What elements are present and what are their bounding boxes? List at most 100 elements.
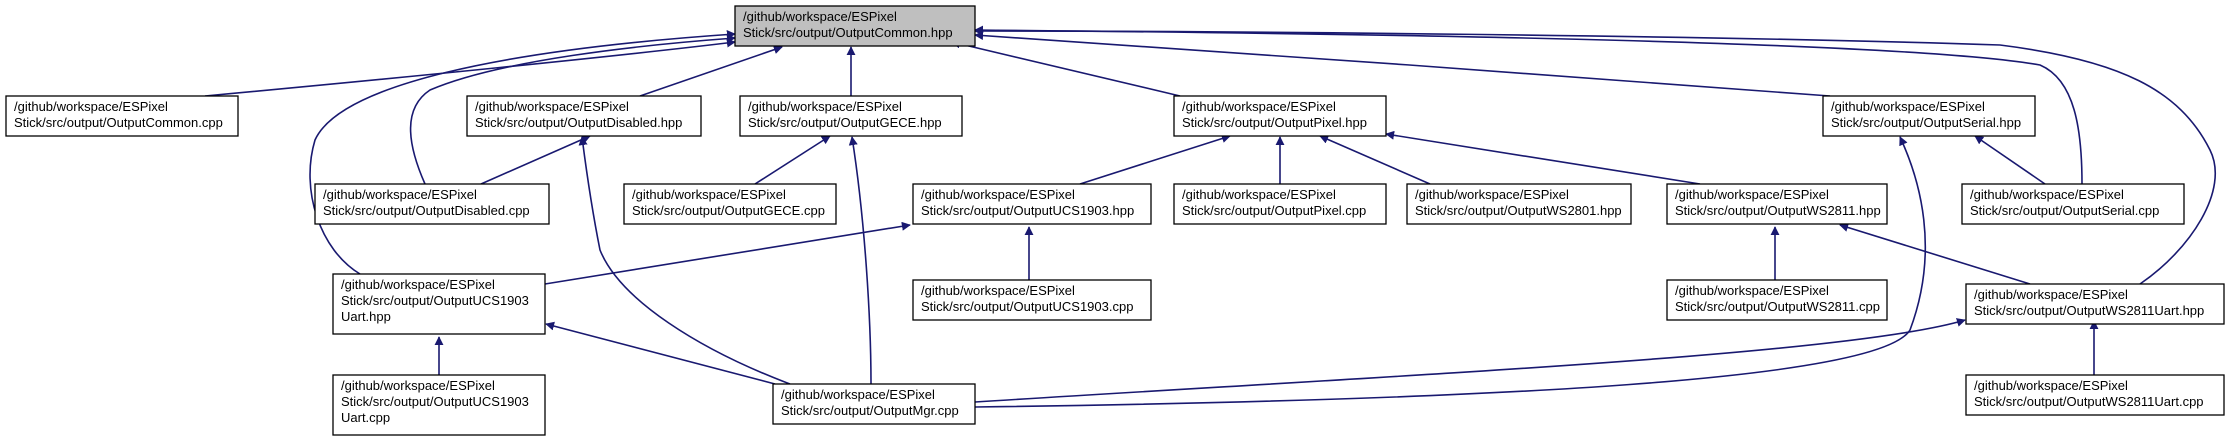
edge-serial-hpp-to-common-hpp	[974, 31, 1831, 97]
node-label-line: /github/workspace/ESPixel	[748, 99, 902, 114]
node-label-line: Stick/src/output/OutputPixel.cpp	[1182, 203, 1366, 218]
edge-ws2811uart-hpp-to-common-hpp	[974, 26, 2216, 285]
edge-ucs1903-hpp-to-pixel-hpp	[1079, 134, 1231, 185]
node-label-line: Stick/src/output/OutputWS2801.hpp	[1415, 203, 1622, 218]
edge-ucs1903uart-hpp-to-common-hpp	[309, 30, 736, 275]
node-box	[314, 183, 550, 225]
edge-ws2811uart-hpp-to-ws2811-hpp	[1839, 223, 2031, 285]
file-node-gece-hpp[interactable]: /github/workspace/ESPixelStick/src/outpu…	[739, 95, 963, 137]
edge-pixel-hpp-to-common-hpp	[951, 39, 1181, 97]
node-label-line: Stick/src/output/OutputUCS1903	[341, 394, 529, 409]
node-box	[1965, 283, 2225, 325]
node-label-line: /github/workspace/ESPixel	[1675, 187, 1829, 202]
dependency-edges	[204, 25, 2216, 408]
node-label-line: /github/workspace/ESPixel	[475, 99, 629, 114]
edge-disabled-cpp-to-disabled-hpp	[480, 135, 591, 185]
node-label-line: /github/workspace/ESPixel	[14, 99, 168, 114]
file-node-ws2801-hpp[interactable]: /github/workspace/ESPixelStick/src/outpu…	[1406, 183, 1632, 225]
file-node-common-hpp[interactable]: /github/workspace/ESPixelStick/src/outpu…	[734, 5, 976, 47]
node-box	[1173, 95, 1387, 137]
edge-mgr-cpp-to-gece-hpp	[848, 136, 872, 385]
node-label-line: /github/workspace/ESPixel	[1974, 287, 2128, 302]
node-label-line: /github/workspace/ESPixel	[921, 283, 1075, 298]
file-node-ucs1903-cpp[interactable]: /github/workspace/ESPixelStick/src/outpu…	[912, 279, 1152, 321]
node-label-line: Stick/src/output/OutputCommon.hpp	[743, 25, 953, 40]
edge-mgr-cpp-to-ucs1903uart-hpp	[545, 321, 776, 385]
edge-ucs1903uart-hpp-to-ucs1903-hpp	[544, 221, 911, 285]
node-label-line: Stick/src/output/OutputCommon.cpp	[14, 115, 223, 130]
file-node-common-cpp[interactable]: /github/workspace/ESPixelStick/src/outpu…	[5, 95, 239, 137]
node-label-line: Uart.hpp	[341, 309, 391, 324]
node-label-line: Stick/src/output/OutputDisabled.hpp	[475, 115, 682, 130]
node-label-line: Stick/src/output/OutputWS2811.hpp	[1675, 203, 1881, 218]
node-box	[1406, 183, 1632, 225]
file-node-gece-cpp[interactable]: /github/workspace/ESPixelStick/src/outpu…	[623, 183, 837, 225]
node-label-line: Stick/src/output/OutputGECE.cpp	[632, 203, 825, 218]
file-node-ucs1903-hpp[interactable]: /github/workspace/ESPixelStick/src/outpu…	[912, 183, 1152, 225]
file-node-ws2811uart-cpp[interactable]: /github/workspace/ESPixelStick/src/outpu…	[1965, 374, 2225, 416]
node-box	[739, 95, 963, 137]
node-label-line: Stick/src/output/OutputWS2811.cpp	[1675, 299, 1880, 314]
node-box	[1822, 95, 2036, 137]
edge-gece-cpp-to-gece-hpp	[754, 135, 831, 185]
edge-mgr-cpp-to-ws2811uart-hpp	[974, 318, 1966, 403]
file-node-pixel-hpp[interactable]: /github/workspace/ESPixelStick/src/outpu…	[1173, 95, 1387, 137]
node-label-line: /github/workspace/ESPixel	[1182, 187, 1336, 202]
node-box	[772, 383, 976, 425]
edge-serial-cpp-to-serial-hpp	[1974, 135, 2046, 185]
node-label-line: /github/workspace/ESPixel	[1974, 378, 2128, 393]
node-label-line: /github/workspace/ESPixel	[341, 277, 495, 292]
file-node-disabled-hpp[interactable]: /github/workspace/ESPixelStick/src/outpu…	[466, 95, 702, 137]
file-node-mgr-cpp[interactable]: /github/workspace/ESPixelStick/src/outpu…	[772, 383, 976, 425]
node-label-line: /github/workspace/ESPixel	[781, 387, 935, 402]
node-label-line: Stick/src/output/OutputSerial.hpp	[1831, 115, 2021, 130]
file-node-ucs1903uart-hpp[interactable]: /github/workspace/ESPixelStick/src/outpu…	[332, 273, 546, 335]
node-box	[1965, 374, 2225, 416]
node-box	[1666, 279, 1888, 321]
file-node-pixel-cpp[interactable]: /github/workspace/ESPixelStick/src/outpu…	[1173, 183, 1387, 225]
file-node-ws2811-cpp[interactable]: /github/workspace/ESPixelStick/src/outpu…	[1666, 279, 1888, 321]
node-box	[332, 273, 546, 335]
node-box	[5, 95, 239, 137]
file-node-serial-cpp[interactable]: /github/workspace/ESPixelStick/src/outpu…	[1961, 183, 2185, 225]
node-box	[1961, 183, 2185, 225]
node-label-line: /github/workspace/ESPixel	[632, 187, 786, 202]
edge-mgr-cpp-to-serial-hpp	[974, 136, 1926, 408]
edge-ws2801-hpp-to-pixel-hpp	[1319, 135, 1431, 185]
node-label-line: /github/workspace/ESPixel	[341, 378, 495, 393]
edge-common-cpp-to-common-hpp	[204, 38, 736, 97]
file-node-serial-hpp[interactable]: /github/workspace/ESPixelStick/src/outpu…	[1822, 95, 2036, 137]
edge-ws2811-hpp-to-pixel-hpp	[1385, 130, 1701, 185]
file-nodes: /github/workspace/ESPixelStick/src/outpu…	[5, 5, 2225, 436]
node-label-line: /github/workspace/ESPixel	[1182, 99, 1336, 114]
node-label-line: Stick/src/output/OutputUCS1903.cpp	[921, 299, 1133, 314]
node-box	[912, 279, 1152, 321]
edge-mgr-cpp-to-disabled-hpp	[578, 136, 791, 385]
edge-disabled-cpp-to-common-hpp	[409, 34, 736, 185]
node-box	[912, 183, 1152, 225]
node-box	[734, 5, 976, 47]
node-label-line: /github/workspace/ESPixel	[1831, 99, 1985, 114]
node-label-line: /github/workspace/ESPixel	[1970, 187, 2124, 202]
node-label-line: Stick/src/output/OutputWS2811Uart.hpp	[1974, 303, 2204, 318]
file-node-ws2811uart-hpp[interactable]: /github/workspace/ESPixelStick/src/outpu…	[1965, 283, 2225, 325]
node-label-line: Stick/src/output/OutputSerial.cpp	[1970, 203, 2159, 218]
node-label-line: /github/workspace/ESPixel	[921, 187, 1075, 202]
node-box	[332, 374, 546, 436]
file-node-disabled-cpp[interactable]: /github/workspace/ESPixelStick/src/outpu…	[314, 183, 550, 225]
node-label-line: Stick/src/output/OutputGECE.hpp	[748, 115, 942, 130]
node-label-line: /github/workspace/ESPixel	[1415, 187, 1569, 202]
file-node-ucs1903uart-cpp[interactable]: /github/workspace/ESPixelStick/src/outpu…	[332, 374, 546, 436]
edge-disabled-hpp-to-common-hpp	[639, 45, 783, 97]
node-label-line: /github/workspace/ESPixel	[1675, 283, 1829, 298]
node-label-line: Stick/src/output/OutputUCS1903	[341, 293, 529, 308]
node-label-line: Stick/src/output/OutputWS2811Uart.cpp	[1974, 394, 2204, 409]
node-box	[466, 95, 702, 137]
node-box	[623, 183, 837, 225]
node-label-line: Stick/src/output/OutputPixel.hpp	[1182, 115, 1367, 130]
node-label-line: Stick/src/output/OutputDisabled.cpp	[323, 203, 530, 218]
file-node-ws2811-hpp[interactable]: /github/workspace/ESPixelStick/src/outpu…	[1666, 183, 1888, 225]
node-label-line: Stick/src/output/OutputMgr.cpp	[781, 403, 959, 418]
node-box	[1666, 183, 1888, 225]
